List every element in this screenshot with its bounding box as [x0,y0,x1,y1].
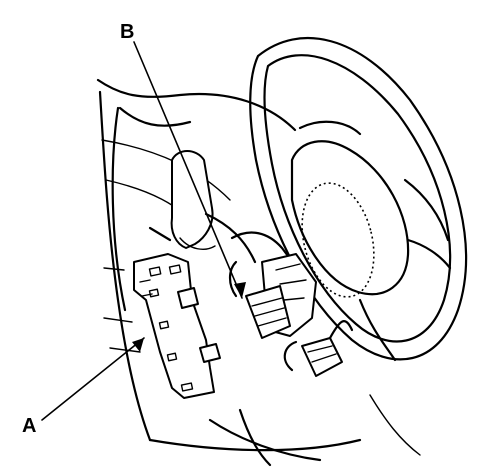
arrowhead-a [132,338,144,352]
connector-plug [283,320,354,377]
leader-b [133,41,246,299]
callout-label-a: A [22,415,36,437]
arrowhead-b [234,282,246,298]
callout-label-b: B [120,21,134,43]
bracket-part-a [133,253,221,399]
column-cover [148,150,257,264]
shading-lines [103,267,141,353]
leader-a [41,337,145,421]
steering-wheel [249,36,468,362]
combination-switch [228,231,317,339]
